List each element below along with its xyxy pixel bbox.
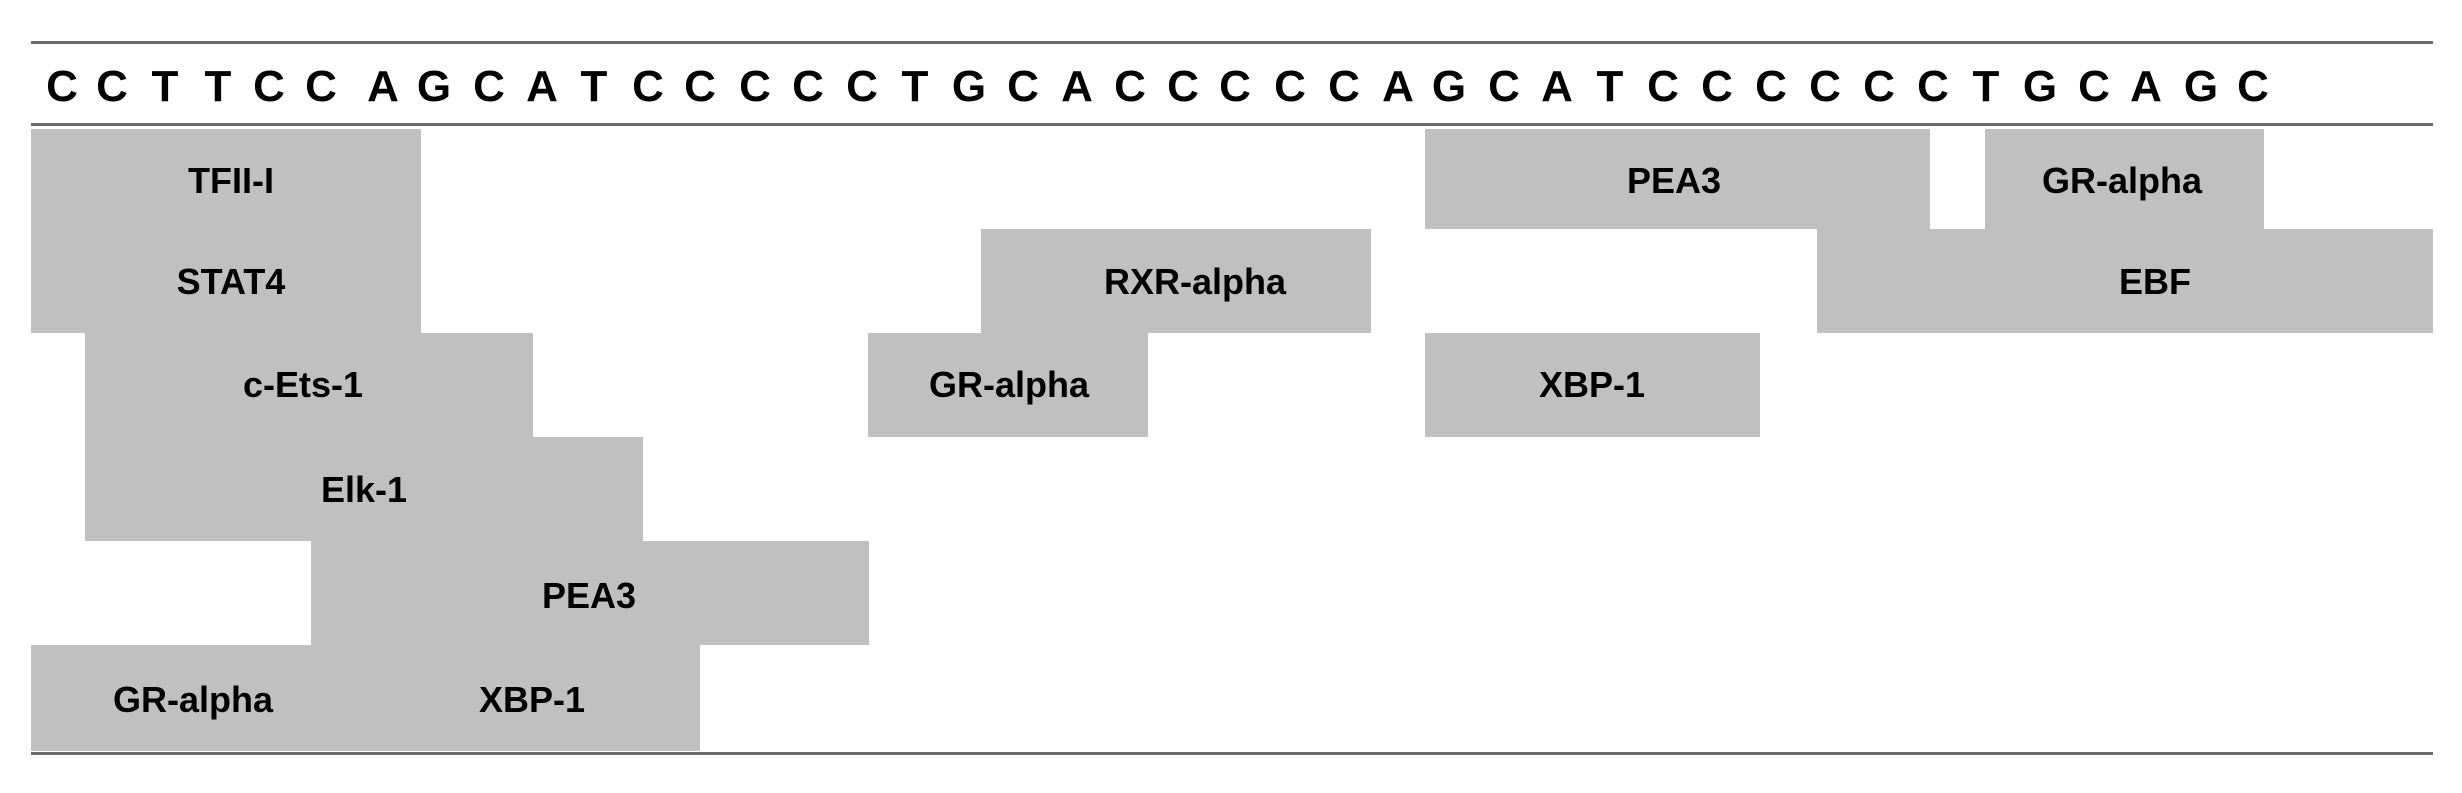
binding-site-box [1425,333,1760,437]
sequence-base: T [901,62,929,111]
binding-site-box [85,437,643,541]
sequence-base: C [632,62,664,111]
sequence-base: C [1701,62,1733,111]
sequence-base: C [684,62,716,111]
binding-site-box [981,229,1371,333]
binding-site-label: c-Ets-1 [242,364,364,405]
sequence-base: A [1061,62,1093,111]
binding-site-box [1985,129,2264,229]
binding-site-label: GR-alpha [928,364,1090,405]
binding-site-label: RXR-alpha [1103,261,1287,302]
sequence-base: C [846,62,878,111]
sequence-base: G [2022,62,2058,111]
sequence-base: C [1863,62,1895,111]
sequence-base: T [1596,62,1624,111]
sequence-underline [31,123,2433,126]
sequence-base: C [1007,62,1039,111]
binding-site-label: XBP-1 [478,679,586,720]
binding-site-label: STAT4 [176,261,286,302]
sequence-base: C [1219,62,1251,111]
binding-site-label: TFII-I [188,160,274,201]
sequence-base: C [792,62,824,111]
binding-site-box [31,229,421,333]
sequence-base: G [416,62,452,111]
sequence-base: A [1541,62,1573,111]
binding-site-box [868,333,1148,437]
binding-site-label: PEA3 [1626,160,1722,201]
binding-site-label: Elk-1 [320,469,408,510]
sequence-base: C [1809,62,1841,111]
sequence-base: C [46,62,78,111]
sequence-base: C [2078,62,2110,111]
sequence-base: C [1274,62,1306,111]
binding-site-box [1817,229,2433,333]
sequence-base: C [739,62,771,111]
sequence-base: C [1167,62,1199,111]
sequence-base: C [253,62,285,111]
binding-site-box [311,541,869,645]
sequence-base: C [1488,62,1520,111]
bottom-rule [31,752,2433,755]
binding-site-label: GR-alpha [112,679,274,720]
sequence-base: C [96,62,128,111]
sequence-base: G [2183,62,2219,111]
binding-site-box [1425,129,1930,229]
sequence-base: G [951,62,987,111]
binding-site-box [31,129,421,229]
binding-site-label: GR-alpha [2041,160,2203,201]
binding-site-label: PEA3 [541,575,637,616]
sequence-base: A [1382,62,1414,111]
sequence-base: T [580,62,608,111]
sequence-base: C [305,62,337,111]
sequence-base: C [1755,62,1787,111]
sequence-base: C [1328,62,1360,111]
sequence-base: C [473,62,505,111]
sequence-base: A [526,62,558,111]
binding-site-box [85,333,533,437]
sequence-base: T [204,62,232,111]
top-rule [31,41,2433,44]
sequence-base: A [367,62,399,111]
sequence-base: C [2237,62,2269,111]
sequence-base: C [1917,62,1949,111]
sequence-base: T [1972,62,2000,111]
binding-site-label: XBP-1 [1538,364,1646,405]
sequence-base: T [151,62,179,111]
binding-site-box [31,645,421,751]
sequence-base: C [1114,62,1146,111]
binding-site-label: EBF [2119,261,2191,302]
sequence-base: C [1647,62,1679,111]
binding-site-box [390,645,700,751]
sequence-base: G [1431,62,1467,111]
sequence-base: A [2130,62,2162,111]
